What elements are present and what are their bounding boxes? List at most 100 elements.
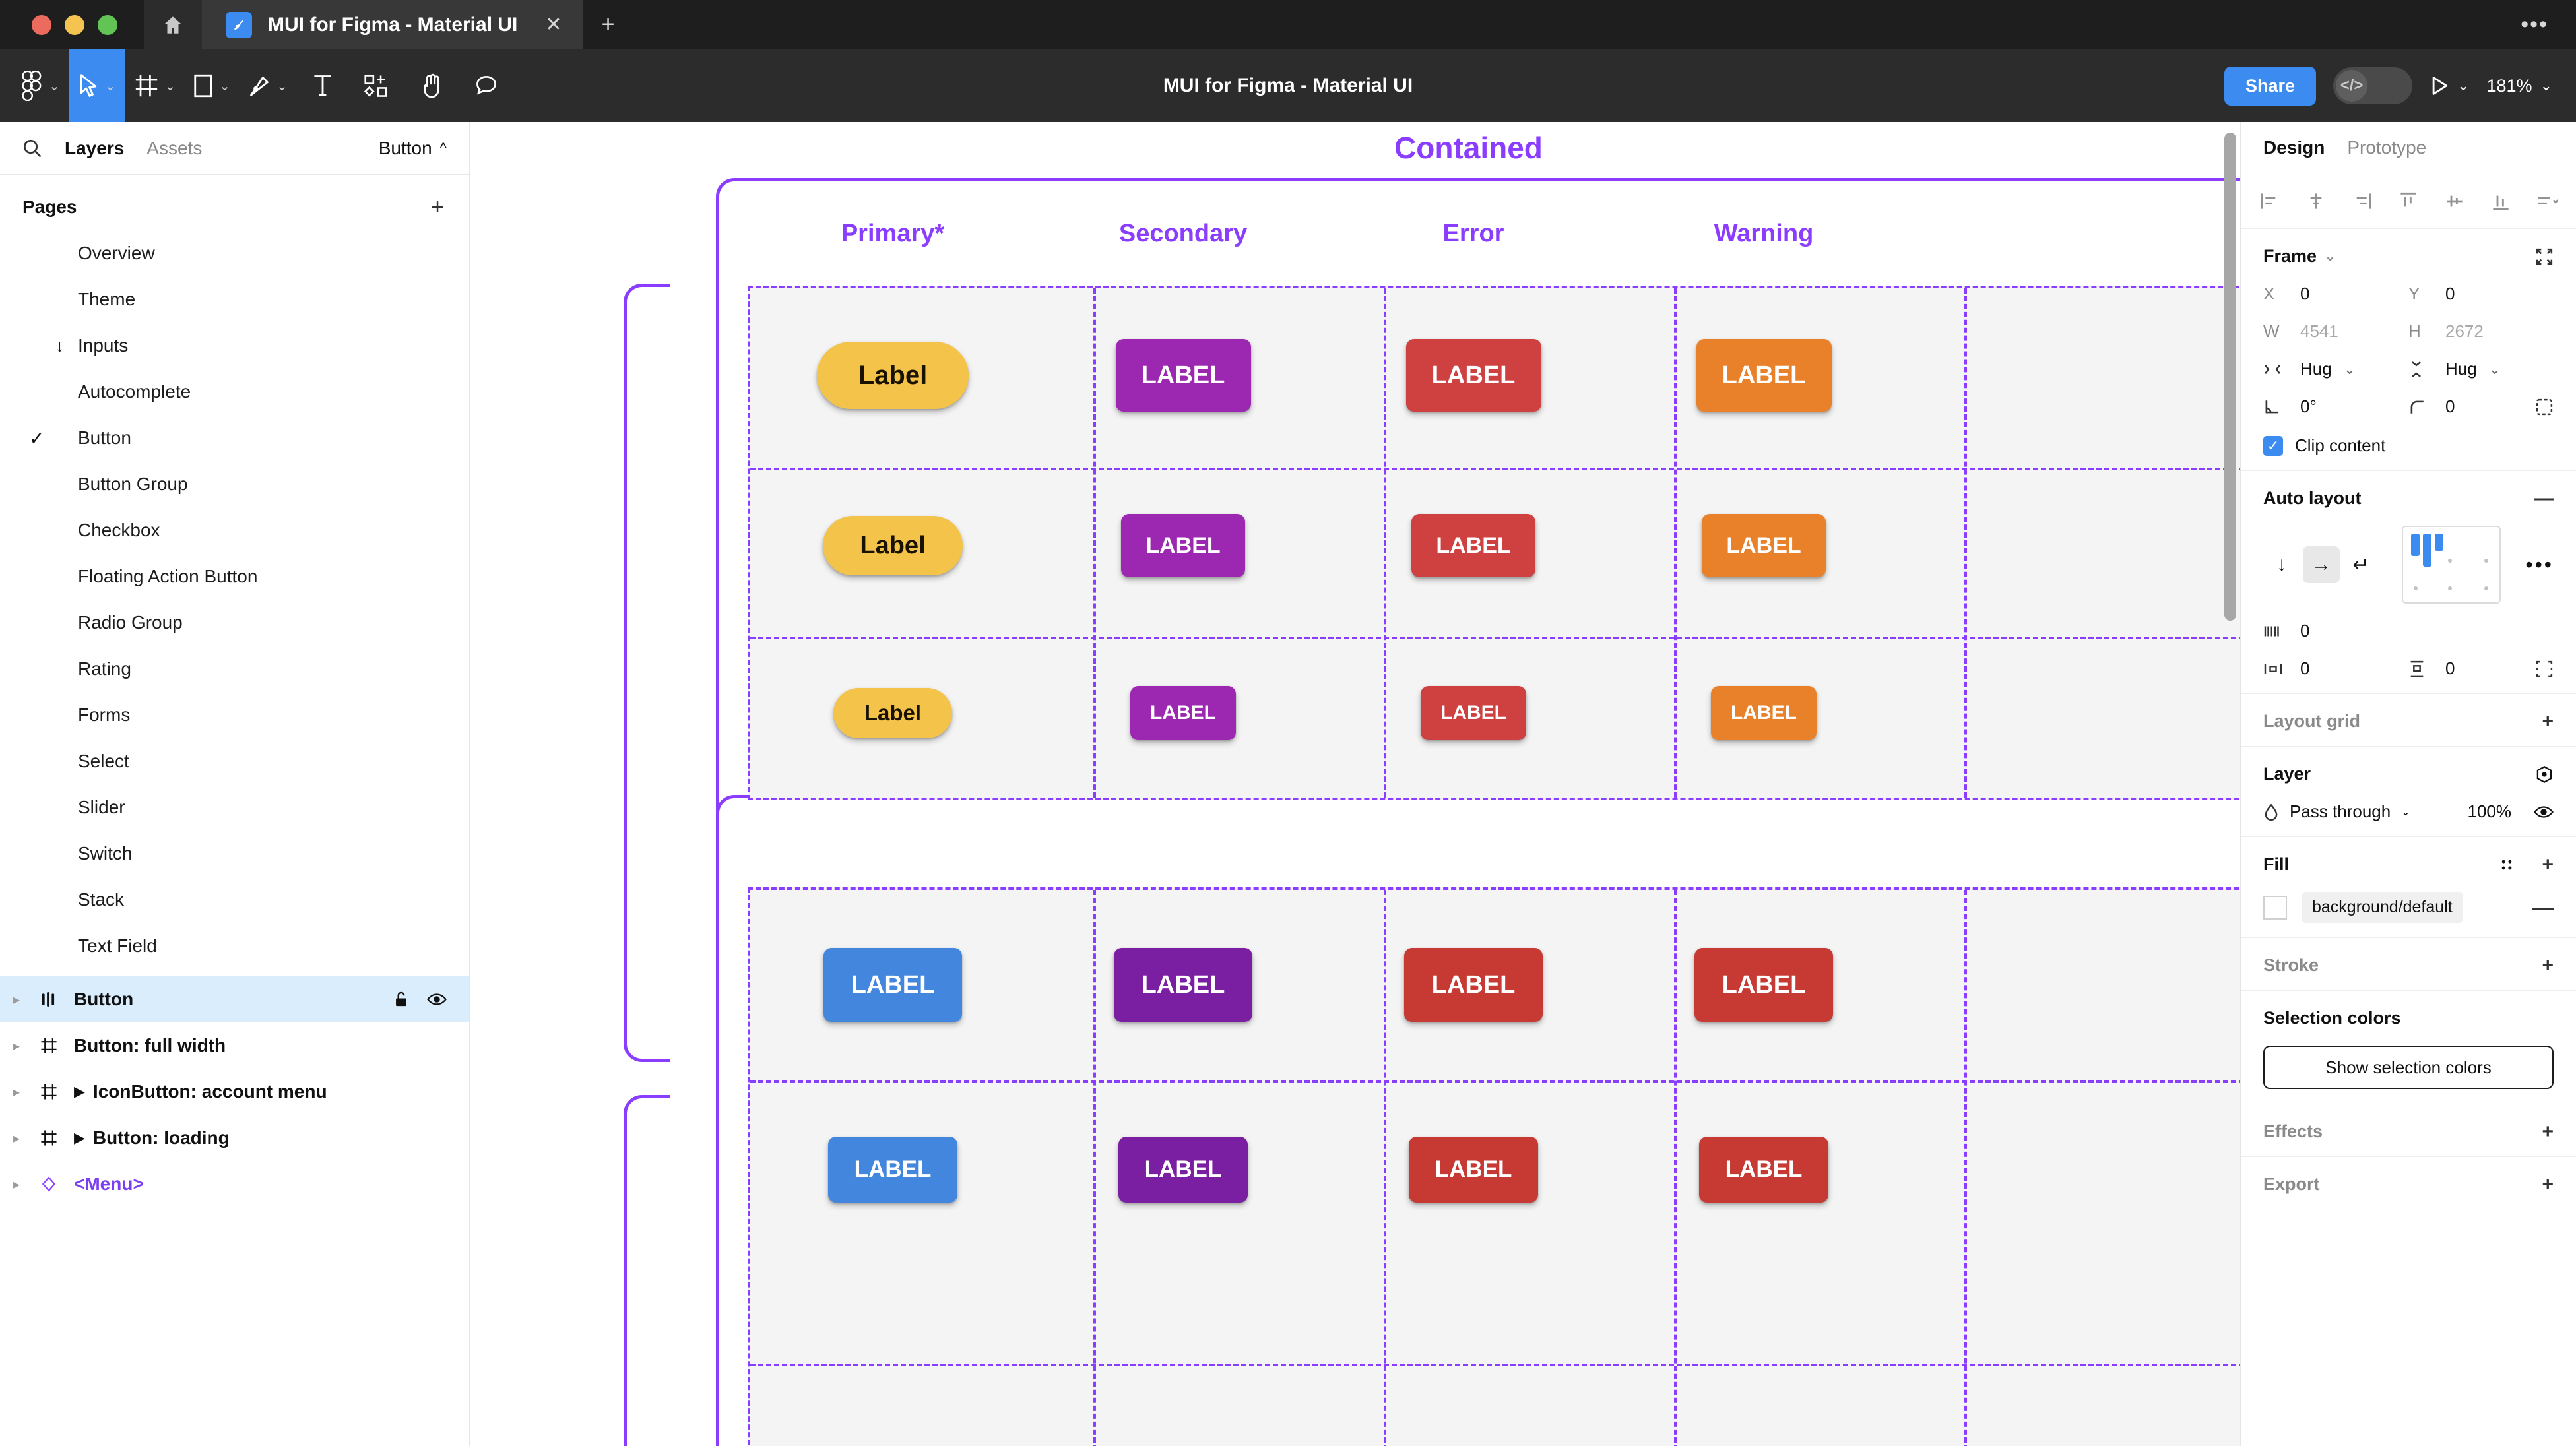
show-selection-colors-button[interactable]: Show selection colors (2263, 1046, 2554, 1089)
align-bottom-icon[interactable] (2486, 191, 2515, 211)
layer-row[interactable]: ▸▶IconButton: account menu (0, 1069, 469, 1115)
canvas-button-secondary-large-g1[interactable]: LABEL (1115, 339, 1251, 412)
tab-assets[interactable]: Assets (146, 137, 203, 158)
canvas-button-primary-large-g1[interactable]: Label (817, 342, 969, 409)
distribute-more-icon[interactable] (2532, 191, 2561, 211)
padding-horizontal-field[interactable]: 0 (2263, 658, 2408, 679)
window-overflow-menu-icon[interactable]: ••• (2521, 12, 2548, 37)
align-left-icon[interactable] (2255, 191, 2284, 211)
add-effect-button[interactable]: + (2542, 1120, 2554, 1143)
x-field[interactable]: X 0 (2263, 284, 2408, 304)
chevron-down-icon[interactable]: ⌄ (2343, 360, 2356, 377)
chevron-down-icon[interactable]: ⌄ (2540, 77, 2552, 94)
page-item-slider[interactable]: Slider (0, 784, 469, 831)
fill-color-swatch[interactable] (2263, 895, 2287, 920)
height-field[interactable]: H 2672 (2408, 321, 2554, 342)
canvas-button-secondary-medium-g1[interactable]: LABEL (1121, 514, 1245, 577)
page-item-switch[interactable]: Switch (0, 831, 469, 877)
align-right-icon[interactable] (2348, 191, 2377, 211)
canvas-button-warning-small-g1[interactable]: LABEL (1711, 686, 1817, 740)
page-item-forms[interactable]: Forms (0, 692, 469, 738)
visibility-eye-icon[interactable] (2534, 804, 2554, 820)
minimize-window-icon[interactable] (65, 15, 84, 35)
align-top-icon[interactable] (2394, 191, 2423, 211)
page-item-text-field[interactable]: Text Field (0, 923, 469, 969)
chevron-down-icon[interactable]: ⌄ (219, 79, 231, 94)
layer-row[interactable]: ▸<Menu> (0, 1161, 469, 1207)
chevron-down-icon[interactable]: ⌄ (104, 79, 116, 94)
layout-horizontal-icon[interactable]: → (2303, 546, 2340, 583)
hug-height-field[interactable]: Hug ⌄ (2408, 359, 2554, 379)
page-item-theme[interactable]: Theme (0, 276, 469, 323)
frame-tool-button[interactable]: ⌄ (125, 49, 185, 122)
layer-row[interactable]: ▸Button: full width (0, 1022, 469, 1069)
auto-layout-more-button[interactable]: ••• (2525, 552, 2554, 577)
page-item-checkbox[interactable]: Checkbox (0, 507, 469, 553)
independent-padding-icon[interactable] (2535, 660, 2554, 678)
layer-row[interactable]: ▸Button (0, 976, 469, 1022)
clip-content-checkbox[interactable]: ✓ (2263, 435, 2283, 456)
chevron-down-icon[interactable]: ⌄ (2457, 77, 2470, 94)
align-horizontal-center-icon[interactable] (2302, 191, 2331, 211)
opacity-value[interactable]: 100% (2467, 802, 2512, 821)
width-field[interactable]: W 4541 (2263, 321, 2408, 342)
y-field[interactable]: Y 0 (2408, 284, 2554, 304)
home-button[interactable] (144, 0, 202, 49)
page-item-button[interactable]: ✓Button (0, 415, 469, 461)
page-item-rating[interactable]: Rating (0, 646, 469, 692)
expand-triangle-icon[interactable]: ▸ (13, 1131, 20, 1146)
hug-width-field[interactable]: Hug ⌄ (2263, 359, 2408, 379)
add-stroke-button[interactable]: + (2542, 954, 2554, 976)
tab-prototype[interactable]: Prototype (2347, 137, 2427, 158)
page-item-autocomplete[interactable]: Autocomplete (0, 369, 469, 415)
fill-styles-icon[interactable] (2498, 856, 2515, 873)
chevron-down-icon[interactable]: ⌄ (2325, 249, 2336, 264)
rotation-field[interactable]: 0° (2263, 396, 2408, 417)
hand-tool-button[interactable] (405, 49, 459, 122)
canvas-button-error-small-g1[interactable]: LABEL (1421, 686, 1526, 740)
page-item-inputs[interactable]: ↓Inputs (0, 323, 469, 369)
dev-mode-toggle[interactable]: </> (2333, 67, 2413, 104)
page-item-select[interactable]: Select (0, 738, 469, 784)
move-tool-button[interactable]: ⌄ (69, 49, 125, 122)
blend-mode-select[interactable]: Pass through ⌄ (2263, 802, 2410, 822)
chevron-down-icon[interactable]: ⌄ (276, 79, 288, 94)
canvas-button-primary-small-g1[interactable]: Label (833, 688, 952, 738)
layout-vertical-icon[interactable]: ↓ (2276, 553, 2287, 575)
tab-design[interactable]: Design (2263, 137, 2325, 158)
chevron-down-icon[interactable]: ⌄ (2488, 360, 2501, 377)
align-vertical-center-icon[interactable] (2440, 191, 2469, 211)
lock-icon[interactable] (393, 991, 410, 1008)
chevron-down-icon[interactable]: ⌄ (164, 79, 176, 94)
canvas-button-error-large-g1[interactable]: LABEL (1405, 339, 1541, 412)
clip-content-row[interactable]: ✓ Clip content (2263, 435, 2554, 456)
chevron-down-icon[interactable]: ⌄ (49, 79, 60, 94)
maximize-window-icon[interactable] (98, 15, 117, 35)
layer-annotation-icon[interactable] (2535, 765, 2554, 784)
zoom-control[interactable]: 181% ⌄ (2487, 76, 2553, 96)
pen-tool-button[interactable]: ⌄ (240, 49, 297, 122)
expand-triangle-icon[interactable]: ▸ (13, 1084, 20, 1100)
figma-menu-button[interactable]: ⌄ (0, 49, 69, 122)
canvas-button-secondary-small-g1[interactable]: LABEL (1130, 686, 1236, 740)
remove-fill-button[interactable]: — (2532, 895, 2554, 919)
shape-tool-button[interactable]: ⌄ (185, 49, 240, 122)
canvas-button-primary-large-g2[interactable]: LABEL (823, 948, 962, 1022)
canvas-button-error-large-g2[interactable]: LABEL (1404, 948, 1543, 1022)
visibility-eye-icon[interactable] (427, 991, 447, 1007)
new-tab-button[interactable]: + (601, 12, 615, 37)
canvas-button-secondary-medium-g2[interactable]: LABEL (1118, 1137, 1248, 1203)
remove-auto-layout-button[interactable]: — (2534, 487, 2554, 509)
canvas-button-primary-medium-g2[interactable]: LABEL (828, 1137, 957, 1203)
close-window-icon[interactable] (32, 15, 51, 35)
page-item-radio-group[interactable]: Radio Group (0, 600, 469, 646)
comment-tool-button[interactable] (459, 49, 513, 122)
add-export-button[interactable]: + (2542, 1173, 2554, 1195)
page-item-button-group[interactable]: Button Group (0, 461, 469, 507)
present-button-group[interactable]: ⌄ (2430, 75, 2470, 96)
canvas-button-secondary-large-g2[interactable]: LABEL (1114, 948, 1252, 1022)
layout-wrap-icon[interactable]: ↵ (2352, 553, 2369, 576)
text-tool-button[interactable] (297, 49, 348, 122)
resize-to-fit-icon[interactable] (2535, 247, 2554, 266)
